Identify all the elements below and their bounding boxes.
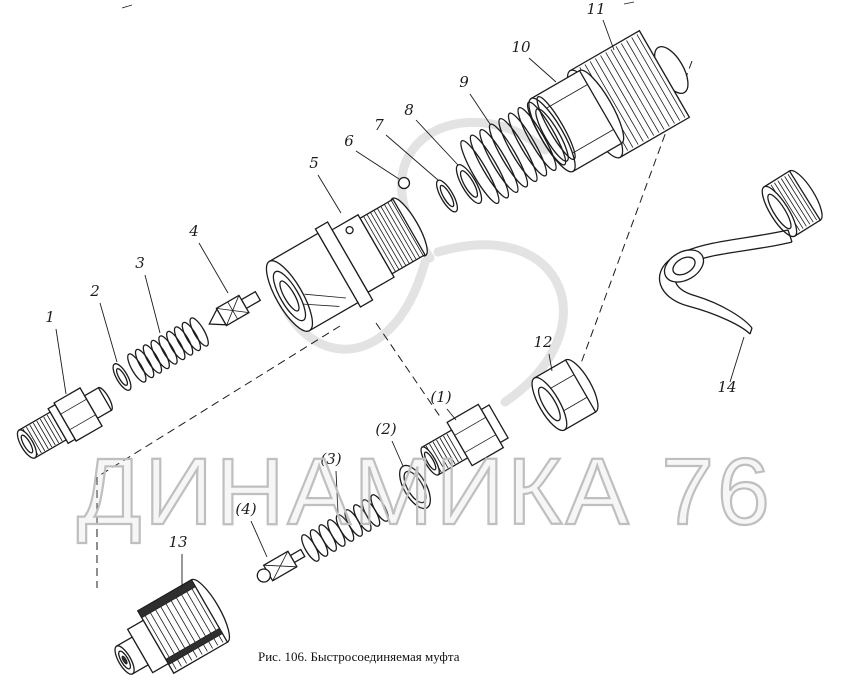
part-label-14: 14 xyxy=(717,378,736,396)
part-label-10: 10 xyxy=(511,38,531,56)
label-leader-line xyxy=(415,119,459,166)
part-label-13: 13 xyxy=(168,533,187,551)
part-label-2: 2 xyxy=(89,282,100,300)
label-leader-line xyxy=(317,174,342,214)
part-5-coupling-body xyxy=(265,197,428,332)
label-leader-line xyxy=(55,328,67,395)
part-2-washer xyxy=(112,363,132,391)
label-leader-line xyxy=(391,440,404,467)
part-label-8: 8 xyxy=(404,101,414,119)
part-7-ring xyxy=(435,179,459,213)
part-12-nut xyxy=(531,358,599,432)
label-leader-line xyxy=(335,470,339,514)
part-13-plug xyxy=(114,578,231,675)
part-label-3: 3 xyxy=(135,254,145,272)
part-label-alt-4: (4) xyxy=(235,500,256,518)
label-leader-line xyxy=(99,302,118,363)
part-label-alt-2: (2) xyxy=(375,420,396,438)
label-leader-line xyxy=(602,19,615,51)
part-label-9: 9 xyxy=(459,73,469,91)
part-label-alt-1: (1) xyxy=(430,388,451,406)
part-1-fitting xyxy=(16,386,113,459)
part-label-7: 7 xyxy=(374,116,384,134)
part-6-ball xyxy=(397,176,411,190)
label-leader-line xyxy=(528,57,557,83)
label-leader-line xyxy=(198,242,229,294)
part-alt-2-oring xyxy=(399,464,431,510)
part-14-strap-eyelet xyxy=(663,249,705,283)
label-leader-line xyxy=(729,336,745,383)
part-label-6: 6 xyxy=(344,132,354,150)
part-alt-1-fitting xyxy=(420,403,509,476)
part-label-5: 5 xyxy=(309,154,319,172)
part-8-ring xyxy=(455,163,483,205)
part-label-alt-3: (3) xyxy=(320,450,341,468)
part-label-4: 4 xyxy=(188,222,199,240)
label-leader-line xyxy=(548,353,553,372)
part-label-11: 11 xyxy=(586,0,605,18)
part-4-valve xyxy=(208,290,262,327)
figure-caption: Рис. 106. Быстросоединяемая муфта xyxy=(258,649,460,664)
part-alt-4-valve xyxy=(256,548,306,583)
stray-marks xyxy=(121,1,635,9)
label-leader-line xyxy=(446,408,457,421)
part-label-1: 1 xyxy=(45,308,55,326)
label-leader-line xyxy=(469,93,491,125)
part-alt-3-spring xyxy=(301,494,389,562)
part-14-dust-cap xyxy=(658,169,823,335)
part-9-large-spring xyxy=(460,95,576,205)
label-leader-line xyxy=(250,520,268,558)
part-3-spring xyxy=(127,317,209,383)
label-leader-line xyxy=(385,134,439,181)
label-leader-line xyxy=(144,274,161,334)
part-label-12: 12 xyxy=(533,333,552,351)
label-leader-line xyxy=(355,150,400,180)
